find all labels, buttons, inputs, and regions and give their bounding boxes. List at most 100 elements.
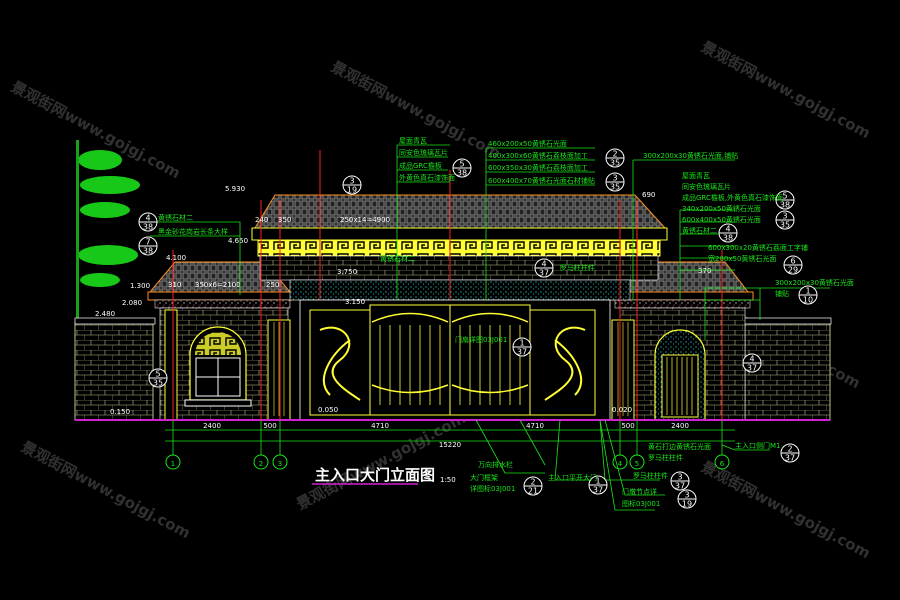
reference-number: 1	[519, 339, 524, 348]
reference-number: 3	[612, 174, 617, 183]
reference-number: 4	[749, 355, 754, 364]
reference-sheet: 10	[803, 296, 813, 305]
callout-text: 主入口侧门M1	[735, 441, 781, 450]
reference-number: 5	[155, 370, 160, 379]
reference-sheet: 35	[153, 379, 163, 388]
central-gatehouse	[251, 194, 668, 421]
detail-reference-symbol: 535	[148, 368, 168, 388]
callout-text: 外黄色真石漆饰面	[399, 173, 455, 182]
reference-sheet: 38	[457, 169, 467, 178]
detail-reference-symbol: 538	[452, 158, 472, 178]
elevation-label: 3.750	[337, 268, 357, 276]
elevation-label: 2.480	[95, 310, 115, 318]
reference-sheet: 35	[610, 159, 620, 168]
reference-circles: 5382353355383354386291104372374387385353…	[138, 148, 818, 509]
reference-sheet: 35	[610, 183, 620, 192]
detail-reference-symbol: 738	[138, 236, 158, 256]
dimension-lines	[165, 420, 735, 455]
base-elevation: 0.150	[110, 408, 130, 416]
reference-sheet: 37	[517, 348, 527, 357]
callout-text: 罗马柱柱件	[633, 471, 668, 480]
reference-sheet: 29	[788, 266, 798, 275]
detail-reference-symbol: 235	[605, 148, 625, 168]
detail-reference-symbol: 137	[588, 475, 608, 495]
callouts-middle: 黄锈石材二 罗马柱柱件 门扇详图03J001	[380, 254, 595, 344]
reference-sheet: 37	[785, 454, 795, 463]
watermark: 景观街网www.gojgj.com	[328, 58, 503, 163]
callout-text: 万向排水栏	[478, 460, 513, 469]
roof-dim: 370	[698, 267, 711, 275]
callout-text: 300x200x30黄锈石光面	[775, 278, 854, 287]
roof-dim: 310	[168, 281, 181, 289]
roof-dim: 350	[278, 216, 291, 224]
callout-text: 宽200x50黄锈石光面	[708, 254, 776, 263]
callout-text: 黄锈石材二	[380, 254, 415, 263]
axis-label: 3	[278, 460, 282, 468]
callout-text: 罗马柱柱件	[560, 263, 595, 272]
dim-segment: 2400	[671, 422, 689, 430]
reference-sheet: 37	[539, 269, 549, 278]
detail-reference-symbol: 335	[775, 210, 795, 230]
left-boundary-wall	[74, 321, 154, 421]
tree-illustration	[76, 140, 140, 320]
callout-text: 主入口平开大门	[548, 473, 597, 482]
reference-number: 2	[612, 150, 617, 159]
callouts-left: 黄锈石材二 黑金砂花岗岩长条大样	[158, 213, 228, 236]
detail-reference-symbol: 319	[677, 489, 697, 509]
reference-number: 1	[805, 287, 810, 296]
callout-text: 罗马柱柱件	[648, 453, 683, 462]
roof-dim: 690	[642, 191, 655, 199]
callout-text: 600x350x30黄锈石荔枝面加工	[488, 163, 588, 172]
reference-sheet: 38	[723, 234, 733, 243]
callout-text: 黄锈石材二	[682, 226, 717, 235]
callout-text: 门墩节点详	[622, 487, 657, 496]
callout-text: 同安色琉璃瓦片	[399, 148, 448, 157]
callout-text: 屋面青瓦	[682, 171, 710, 180]
watermark: 景观街网www.gojgj.com	[18, 438, 193, 543]
callout-text: 大门框架	[470, 473, 498, 482]
roof-dim: 250	[266, 281, 279, 289]
drawing-scale: 1:50	[440, 476, 456, 484]
elevation-label: 4.650	[228, 237, 248, 245]
dim-segment: 4710	[371, 422, 389, 430]
reference-number: 2	[787, 445, 792, 454]
callout-text: 成品GRC檐板	[399, 161, 442, 170]
reference-number: 3	[349, 177, 354, 186]
left-pavilion	[147, 261, 294, 421]
watermark: 景观街网www.gojgj.com	[698, 38, 873, 143]
detail-reference-symbol: 337	[670, 471, 690, 491]
callout-text: 340x200x50黄锈石光面	[682, 204, 761, 213]
roof-dim: 350x6=2100	[195, 281, 241, 289]
reference-number: 7	[145, 238, 150, 247]
callout-text: 400x300x60黄锈石荔枝面加工	[488, 151, 588, 160]
axis-label: 4	[618, 460, 623, 468]
reference-sheet: 19	[682, 500, 692, 509]
dim-segment: 500	[263, 422, 276, 430]
axis-label: 6	[720, 460, 725, 468]
callout-text: 门扇详图03J001	[455, 335, 507, 344]
gate-left-ornament	[309, 309, 371, 416]
callout-text: 黄石打边黄锈石光面	[648, 442, 711, 451]
reference-sheet: 19	[347, 186, 357, 195]
reference-number: 3	[677, 473, 682, 482]
reference-number: 1	[595, 477, 600, 486]
reference-sheet: 35	[780, 221, 790, 230]
red-axis-lines	[172, 150, 723, 420]
axis-markers	[165, 454, 730, 470]
detail-reference-symbol: 629	[783, 255, 803, 275]
leader-lines	[150, 144, 830, 511]
reference-number: 5	[459, 160, 464, 169]
detail-reference-symbol: 438	[138, 212, 158, 232]
reference-number: 2	[530, 478, 535, 487]
callout-text: 600x400x70黄锈石光面石材铺贴	[488, 176, 595, 185]
detail-reference-symbol: 319	[342, 175, 362, 195]
detail-reference-symbol: 335	[605, 172, 625, 192]
detail-reference-symbol: 538	[775, 190, 795, 210]
roof-dim: 240	[255, 216, 268, 224]
reference-number: 4	[725, 225, 730, 234]
gate-right-ornament	[529, 309, 596, 416]
callout-text: 460x200x50黄锈石光面	[488, 139, 567, 148]
callouts-top-center: 屋面青瓦 同安色琉璃瓦片 成品GRC檐板 外黄色真石漆饰面 460x200x50…	[399, 136, 595, 185]
